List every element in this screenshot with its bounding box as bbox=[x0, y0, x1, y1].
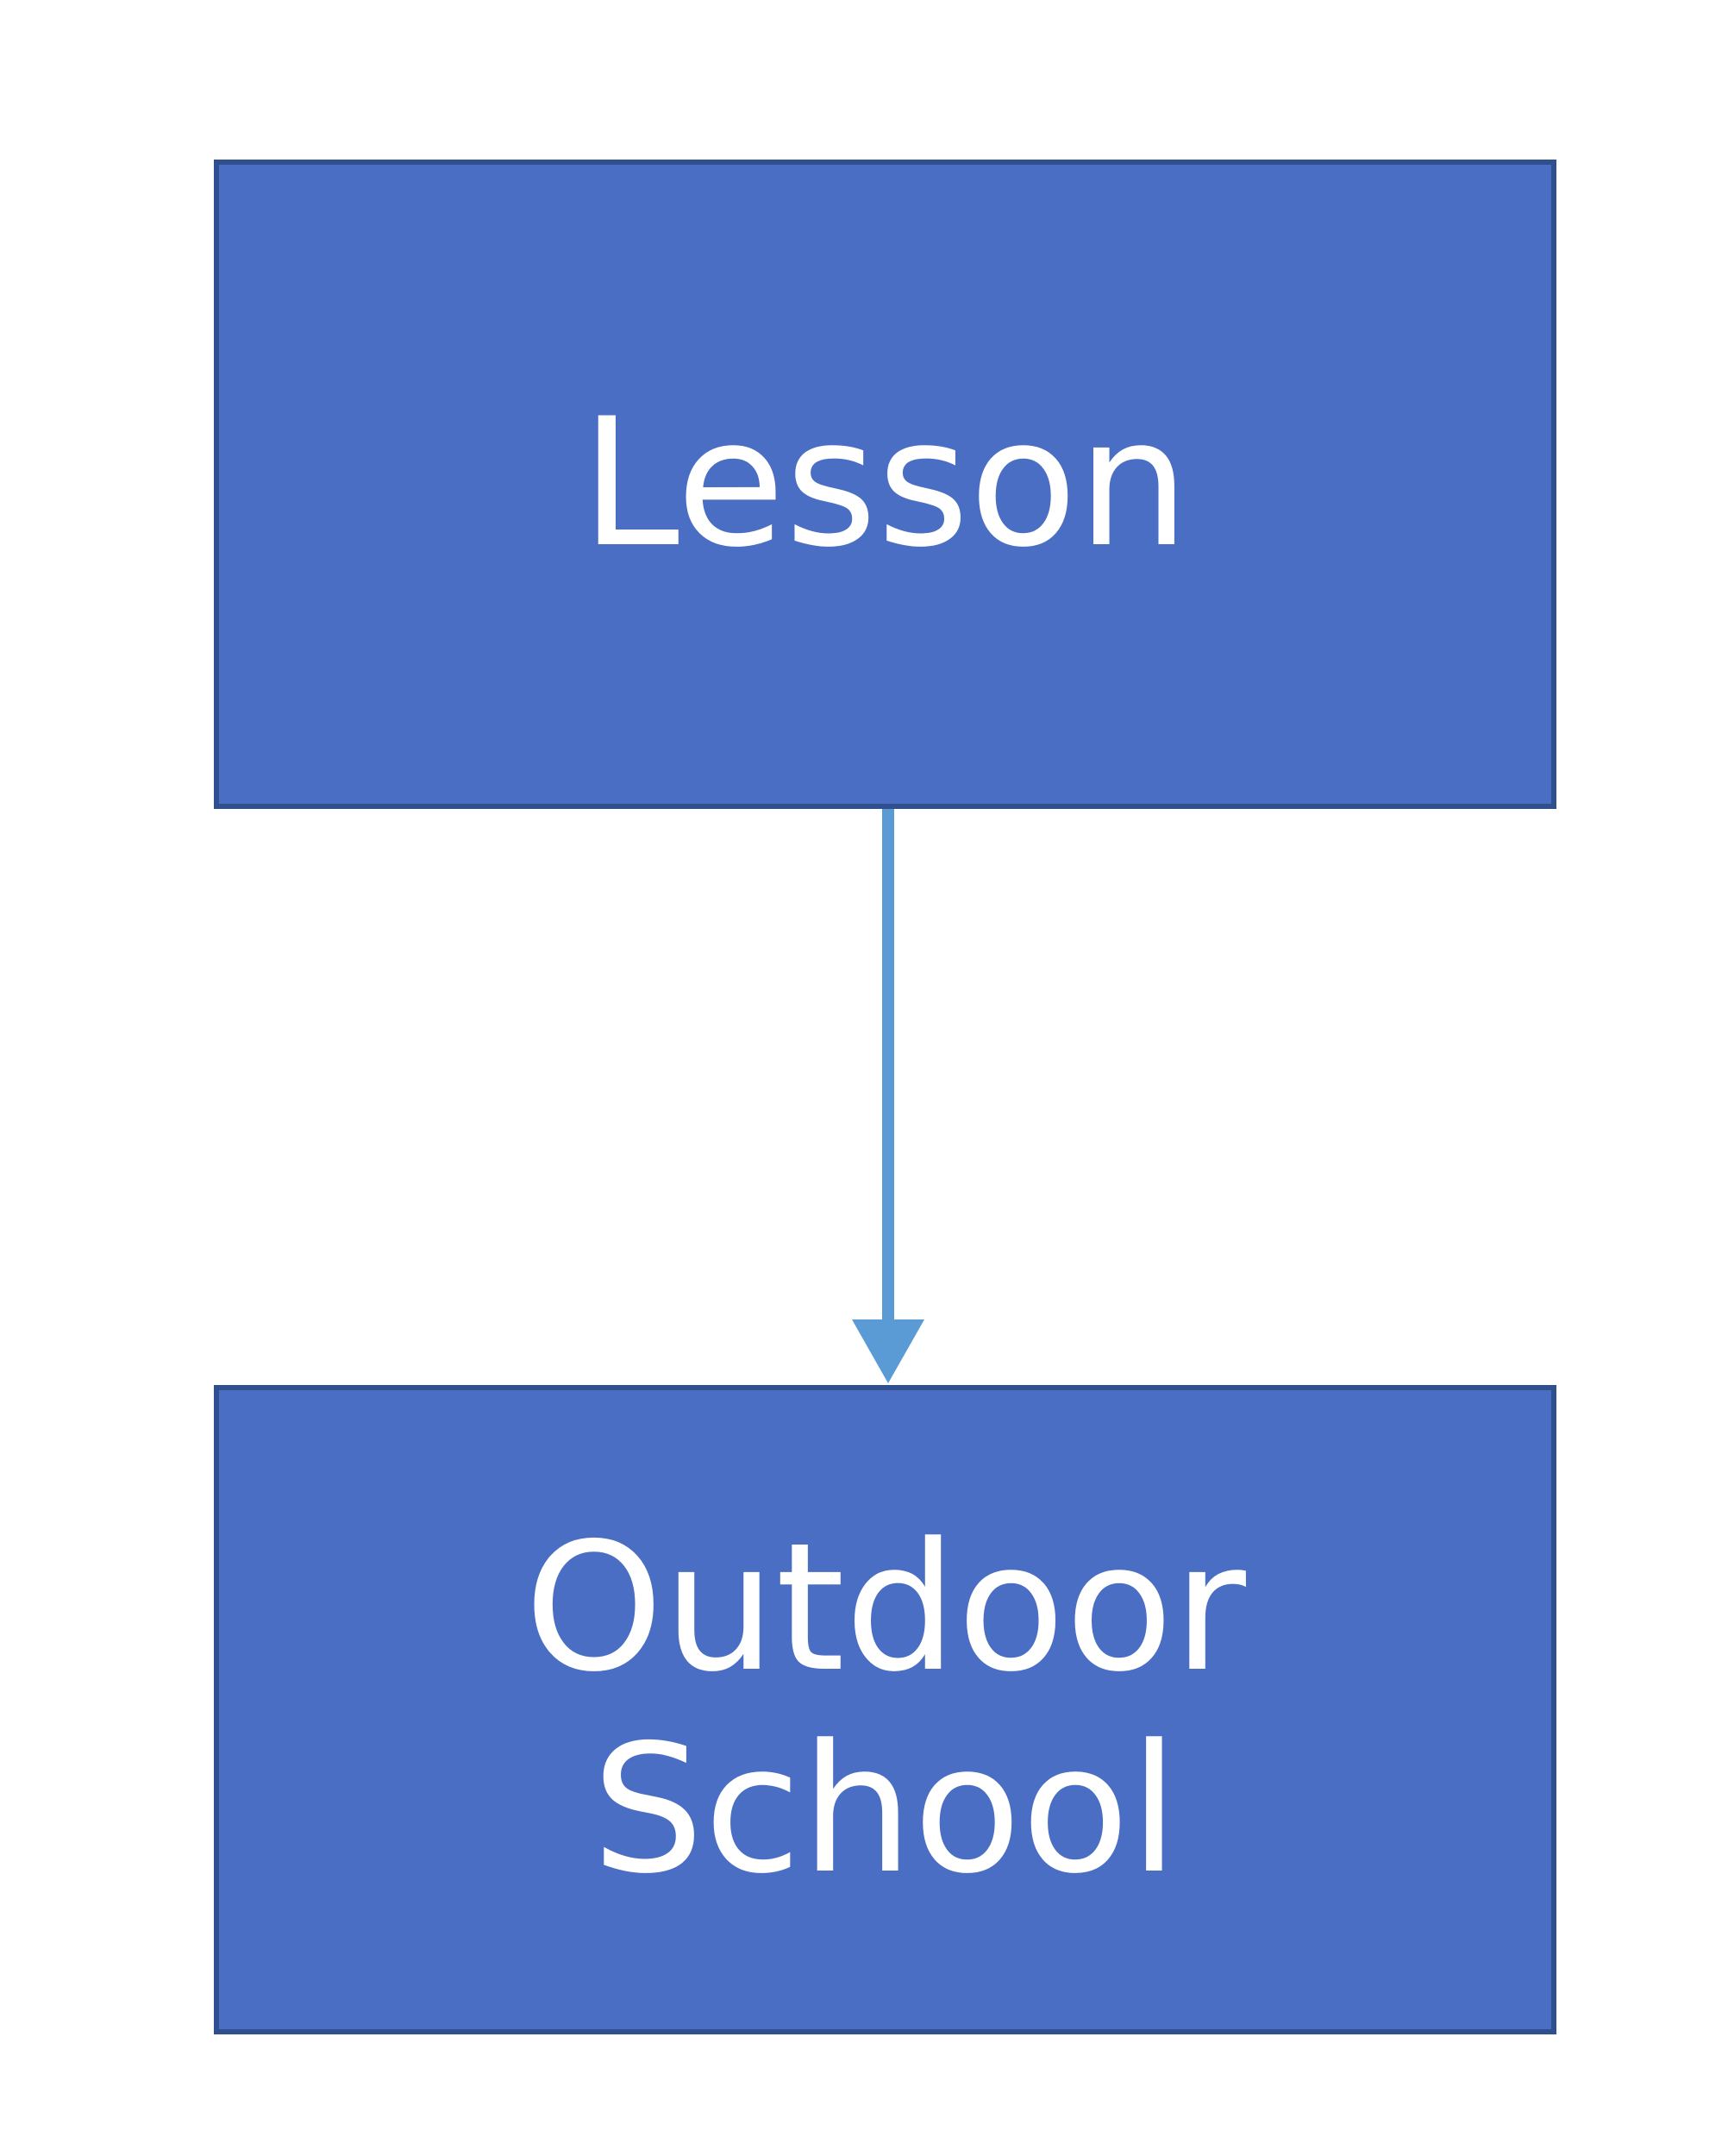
node-outdoor-school: Outdoor School bbox=[214, 1385, 1556, 2034]
node-outdoor-school-label: Outdoor School bbox=[524, 1505, 1246, 1913]
node-lesson: Lesson bbox=[214, 160, 1556, 809]
node-lesson-label: Lesson bbox=[580, 380, 1190, 586]
arrow-head-icon bbox=[852, 1319, 924, 1383]
